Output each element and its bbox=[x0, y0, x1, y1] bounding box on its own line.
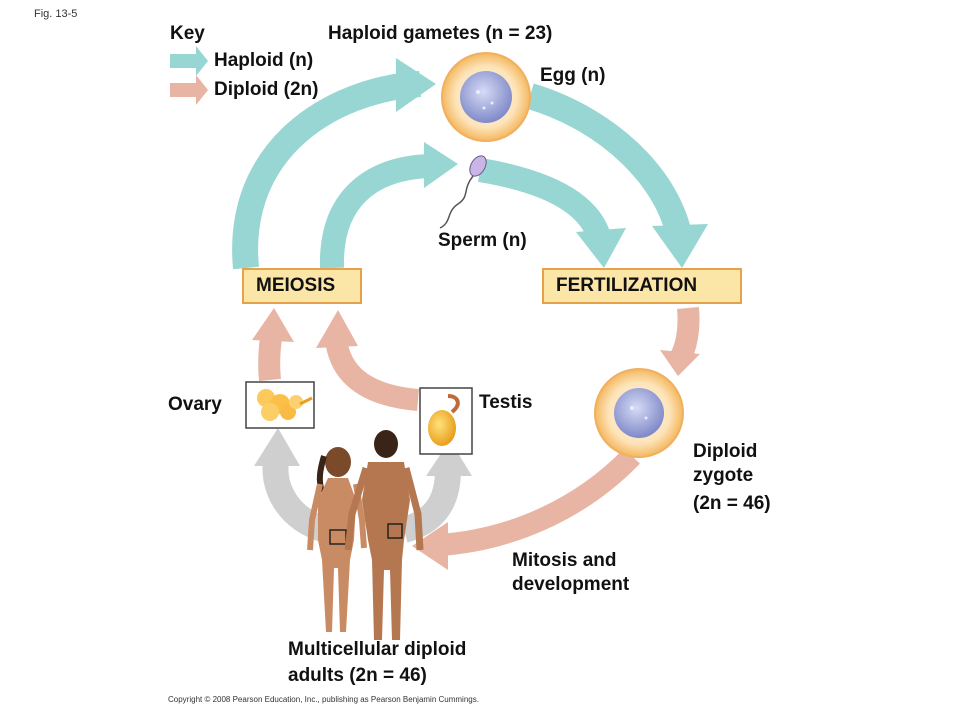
adults-label-line1: Multicellular diploid bbox=[288, 639, 467, 660]
haploid-gametes-label: Haploid gametes (n = 23) bbox=[328, 23, 553, 44]
testis-illustration bbox=[419, 387, 473, 455]
ovary-to-meiosis-arrow bbox=[252, 308, 294, 382]
man-figure bbox=[344, 430, 424, 640]
adults-to-testis-arrow bbox=[399, 440, 472, 543]
zygote-label-line1: Diploid bbox=[693, 441, 758, 462]
sperm-cell bbox=[439, 155, 487, 229]
ovary-label: Ovary bbox=[168, 394, 222, 415]
adults-to-ovary-arrow bbox=[254, 428, 331, 543]
outer-haploid-arrow bbox=[232, 58, 708, 270]
key-haploid-label: Haploid (n) bbox=[214, 50, 314, 71]
copyright-text: Copyright © 2008 Pearson Education, Inc.… bbox=[168, 695, 479, 704]
key-haploid-arrow bbox=[170, 46, 208, 76]
meiosis-box: MEIOSIS bbox=[242, 268, 362, 304]
zygote-label-line2: zygote bbox=[693, 465, 754, 486]
adults-label-line2: adults (2n = 46) bbox=[288, 665, 427, 686]
zygote-label-line3: (2n = 46) bbox=[693, 493, 771, 514]
mitosis-label-line2: development bbox=[512, 574, 630, 595]
egg-cell bbox=[441, 52, 531, 142]
mitosis-label-line1: Mitosis and bbox=[512, 550, 617, 571]
woman-figure bbox=[307, 447, 367, 632]
zygote-cell bbox=[594, 368, 684, 458]
inner-haploid-arrow bbox=[319, 142, 626, 269]
mitosis-arrow bbox=[412, 448, 640, 570]
sperm-label: Sperm (n) bbox=[438, 230, 527, 251]
key-title: Key bbox=[170, 23, 205, 44]
testis-to-meiosis-arrow bbox=[316, 310, 420, 411]
testis-label: Testis bbox=[479, 392, 533, 413]
egg-label: Egg (n) bbox=[540, 65, 606, 86]
key-diploid-arrow bbox=[170, 75, 208, 105]
fertilization-box: FERTILIZATION bbox=[542, 268, 742, 304]
fertilization-to-zygote-arrow bbox=[660, 307, 700, 376]
ovary-illustration bbox=[245, 381, 315, 429]
figure-label: Fig. 13-5 bbox=[34, 8, 78, 20]
key-diploid-label: Diploid (2n) bbox=[214, 79, 319, 100]
